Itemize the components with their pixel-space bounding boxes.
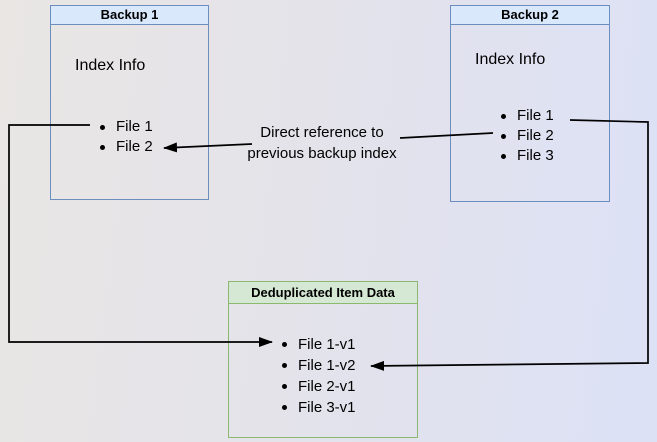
- direct-reference-annotation: Direct reference to previous backup inde…: [232, 122, 412, 164]
- backup2-index-info-label: Index Info: [475, 51, 546, 68]
- backup2-box: Backup 2 Index Info File 1 File 2 File 3: [450, 5, 610, 202]
- backup1-box: Backup 1 Index Info File 1 File 2: [50, 5, 209, 200]
- annotation-line1: Direct reference to: [260, 124, 384, 141]
- dedup-file-item: File 1-v2: [282, 355, 356, 376]
- backup2-file-list: File 1 File 2 File 3: [501, 106, 554, 166]
- backup1-file-item: File 2: [100, 137, 153, 157]
- backup1-index-info-label: Index Info: [75, 57, 146, 74]
- backup1-file-item: File 1: [100, 117, 153, 137]
- dedup-file-item: File 3-v1: [282, 397, 356, 418]
- backup1-title: Backup 1: [51, 6, 208, 25]
- backup2-title: Backup 2: [451, 6, 609, 25]
- annotation-line2: previous backup index: [247, 145, 397, 162]
- backup2-file-item: File 1: [501, 106, 554, 126]
- dedup-store-title: Deduplicated Item Data: [229, 282, 417, 304]
- dedup-file-item: File 1-v1: [282, 334, 356, 355]
- dedup-file-list: File 1-v1 File 1-v2 File 2-v1 File 3-v1: [282, 334, 356, 418]
- dedup-file-item: File 2-v1: [282, 376, 356, 397]
- backup2-file-item: File 2: [501, 126, 554, 146]
- dedup-store-box: Deduplicated Item Data File 1-v1 File 1-…: [228, 281, 418, 438]
- backup1-file-list: File 1 File 2: [100, 117, 153, 157]
- backup2-file-item: File 3: [501, 146, 554, 166]
